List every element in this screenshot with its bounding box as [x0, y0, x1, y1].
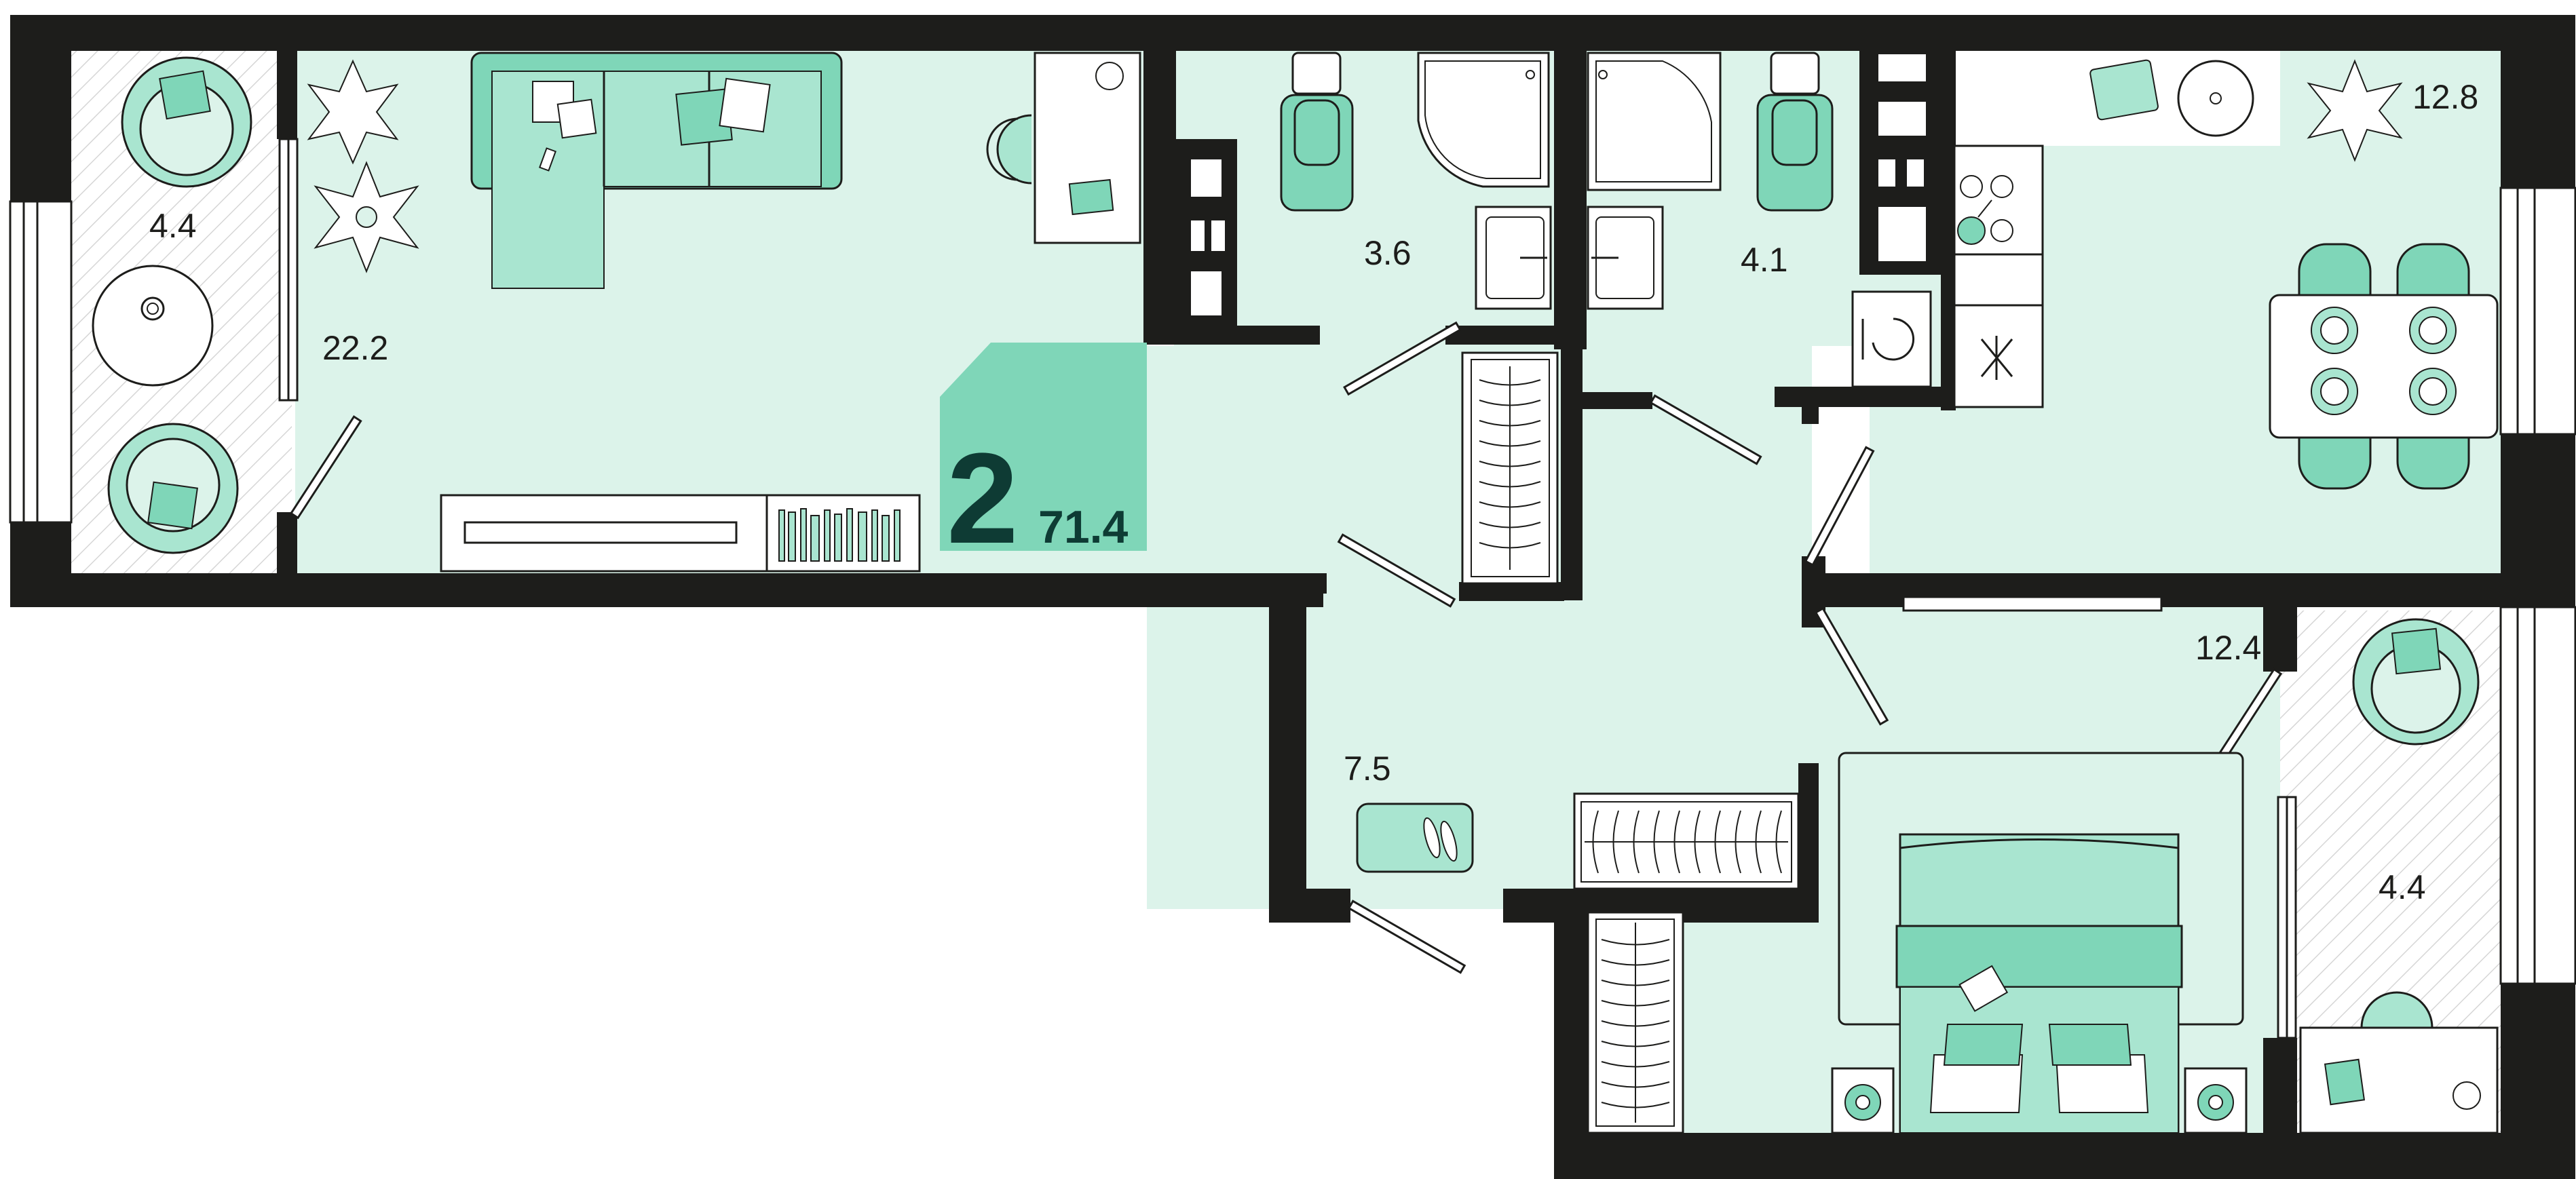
wall: [1554, 889, 1588, 1179]
wall: [277, 512, 297, 573]
windows: [9, 138, 2576, 1039]
wall: [1561, 343, 1583, 600]
armchair-icon: [121, 56, 252, 188]
washer-icon: [1851, 290, 1932, 388]
toilet-icon: [1280, 52, 1354, 212]
toilet-room-fixtures: [1587, 52, 1926, 310]
wall: [1554, 51, 1587, 349]
door-kitchen: [1804, 446, 1875, 566]
door-living-balcony: [289, 415, 362, 520]
area-kitchen: 12.8: [2412, 78, 2478, 116]
wall: [1459, 582, 1564, 601]
shower-icon: [1587, 52, 1722, 191]
armchair-icon: [107, 423, 239, 554]
shoe-mat-icon: [1356, 803, 1474, 873]
shaft-icon: [1878, 54, 1926, 261]
balcony-left-furniture: [92, 56, 252, 554]
window: [9, 200, 73, 524]
desk-icon: [2299, 991, 2499, 1134]
tv-stand-icon: [440, 494, 768, 573]
apartment-badge: 2 71.4: [940, 343, 1147, 571]
wall: [1798, 763, 1819, 909]
wall: [10, 15, 2575, 51]
wardrobe-icon: [1461, 351, 1559, 585]
wall: [2263, 597, 2297, 672]
plant-icon: [2307, 59, 2403, 162]
wall: [10, 573, 1323, 607]
door-living: [1337, 533, 1456, 608]
walls: [10, 15, 2575, 1179]
plant-icon: [314, 161, 419, 273]
balcony-right-furniture: [2299, 618, 2499, 1134]
wall: [1306, 573, 1327, 594]
bathroom-fixtures: [1176, 52, 1559, 585]
wall: [2501, 15, 2575, 188]
wardrobe-icon: [1573, 792, 1800, 890]
fridge-icon: [1953, 304, 2044, 408]
sink-icon: [2089, 59, 2254, 137]
wall: [1269, 580, 1306, 923]
area-balcony-right: 4.4: [2379, 868, 2426, 906]
kitchen-furniture: [1851, 59, 2499, 490]
hallway-furniture: [1356, 792, 1800, 890]
wall: [1775, 387, 1954, 407]
wall: [1941, 51, 1956, 410]
wall: [1554, 1133, 2575, 1179]
area-bedroom: 12.4: [2195, 629, 2261, 667]
nightstand-icon: [1831, 1067, 1895, 1134]
wall: [1269, 889, 1350, 923]
rooms-count: 2: [947, 427, 1019, 571]
shaft-icon: [1176, 139, 1237, 343]
wall: [1581, 392, 1652, 409]
round-table-icon: [92, 265, 214, 387]
total-area: 71.4: [1038, 501, 1129, 553]
sofa-icon: [470, 52, 843, 289]
bedroom-furniture: [1587, 596, 2248, 1134]
armchair-icon: [2352, 618, 2480, 746]
double-bed-icon: [1895, 833, 2183, 1134]
door-bathroom: [1343, 321, 1462, 396]
doors: [289, 321, 2283, 974]
area-living-room: 22.2: [322, 329, 388, 367]
nightstand-icon: [2184, 1067, 2248, 1134]
area-balcony-left: 4.4: [149, 207, 197, 245]
door-entrance: [1347, 900, 1466, 974]
bookshelf-icon: [765, 494, 921, 573]
wall: [1143, 51, 1176, 343]
dining-table-icon: [2269, 243, 2499, 490]
door-bedroom: [1814, 606, 1889, 726]
door-toilet: [1649, 394, 1762, 465]
stove-icon: [1957, 175, 2013, 245]
wardrobe-icon: [1587, 911, 1684, 1134]
sink-icon: [1587, 206, 1664, 310]
wall: [1802, 400, 1819, 424]
toilet-icon: [1756, 52, 1834, 212]
desk-icon: [986, 52, 1141, 244]
area-bathroom: 3.6: [1364, 234, 1412, 272]
wall: [1445, 326, 1587, 345]
room-labels: 4.4 22.2 3.6 4.1 12.8 7.5 12.4 4.4: [149, 78, 2478, 906]
shower-icon: [1417, 52, 1550, 188]
plant-icon: [307, 59, 399, 165]
sink-icon: [1475, 206, 1552, 310]
wall: [10, 15, 71, 201]
living-room-furniture: [307, 52, 1141, 573]
wall: [2263, 1038, 2297, 1133]
ac-unit-icon: [1902, 596, 2163, 612]
area-toilet: 4.1: [1741, 241, 1788, 279]
window: [2499, 187, 2576, 436]
area-hallway: 7.5: [1344, 750, 1391, 788]
window: [2499, 606, 2576, 985]
wall: [277, 51, 297, 139]
